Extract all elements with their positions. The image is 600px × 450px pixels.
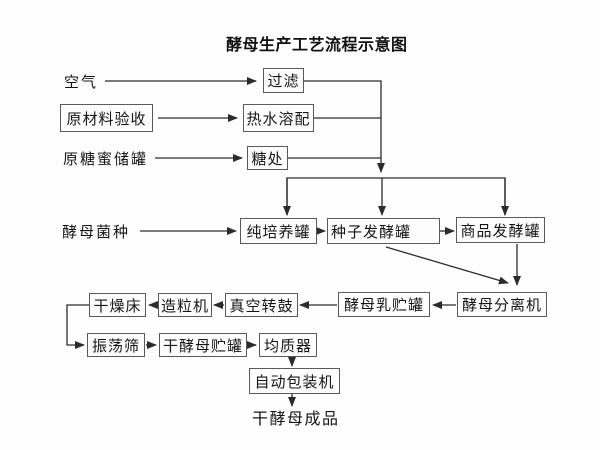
edge-seed-separator: [385, 246, 509, 285]
node-auto-packing-machine: 自动包装机: [249, 368, 340, 394]
node-seed-fermenter: 种子发酵罐: [327, 218, 440, 244]
node-dry-yeast-tank: 干酵母贮罐: [159, 333, 247, 357]
node-sugar-treatment: 糖处: [247, 146, 288, 170]
edge-filter-junction: [304, 80, 385, 173]
node-drying-bed: 干燥床: [89, 293, 146, 317]
node-yeast-separator: 酵母分离机: [457, 292, 547, 317]
node-raw-material-acceptance: 原材料验收: [60, 104, 153, 132]
node-commercial-fermenter: 商品发酵罐: [456, 217, 545, 243]
node-yeast-cream-tank: 酵母乳贮罐: [338, 292, 430, 317]
distribution-bar: [286, 177, 506, 215]
node-yeast-strain: 酵母菌种: [62, 222, 131, 241]
node-homogenizer: 均质器: [259, 333, 317, 357]
node-raw-molasses-tank: 原糖蜜储罐: [63, 149, 149, 168]
node-pure-culture-tank: 纯培养罐: [240, 218, 317, 244]
page-title: 酵母生产工艺流程示意图: [226, 35, 408, 54]
node-vacuum-drum: 真空转鼓: [225, 293, 298, 317]
node-vibrating-sieve: 振荡筛: [87, 333, 145, 357]
node-hot-water-dissolving: 热水溶配: [243, 104, 314, 132]
node-dry-yeast-product: 干酵母成品: [252, 409, 340, 428]
node-granulator: 造粒机: [158, 293, 212, 317]
node-air: 空气: [64, 72, 99, 91]
node-filter: 过滤: [263, 68, 304, 93]
edge-dryingbed-sieve: [66, 304, 89, 349]
